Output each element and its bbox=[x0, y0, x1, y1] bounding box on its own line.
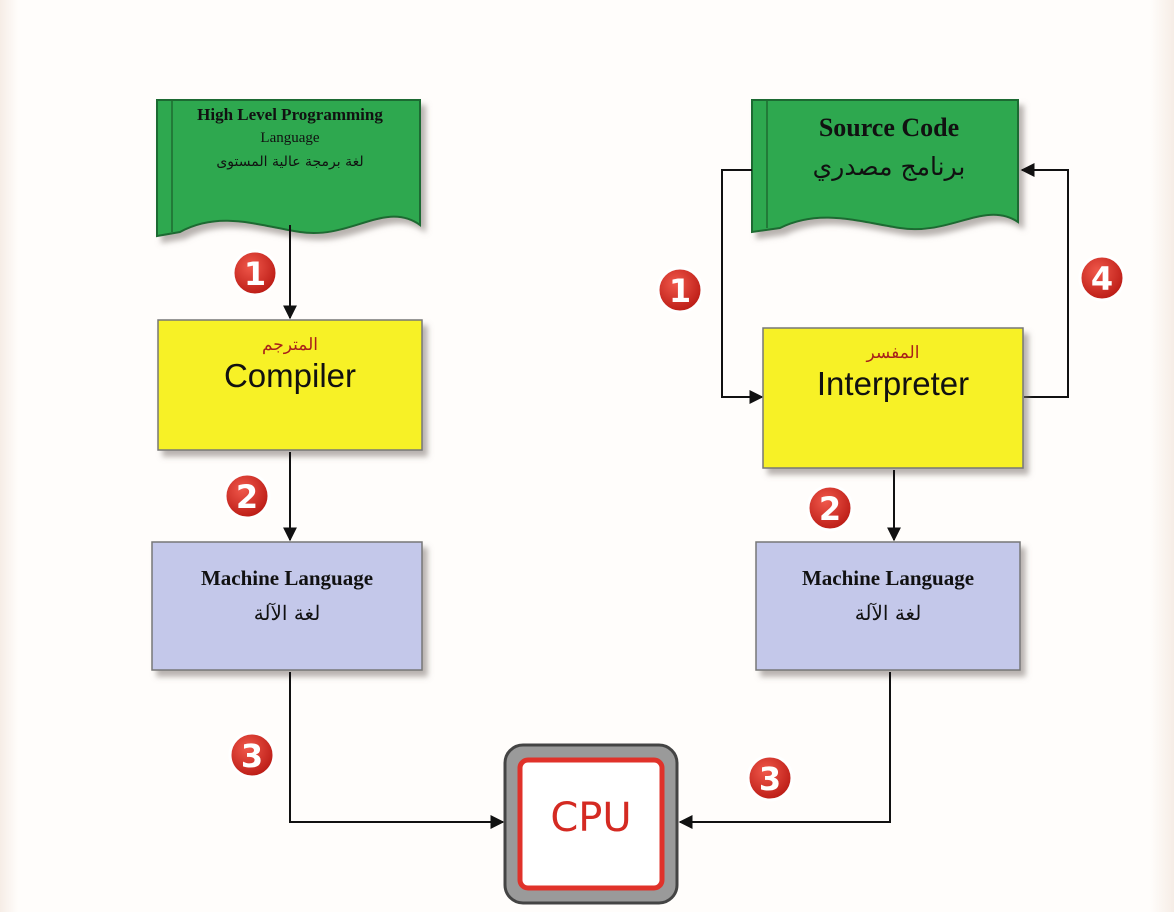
connector-right-machine-to-cpu bbox=[678, 672, 891, 829]
svg-text:2: 2 bbox=[236, 478, 258, 516]
step-badge-left-2: 2 bbox=[223, 472, 271, 520]
step-badge-right-2: 2 bbox=[806, 484, 854, 532]
cpu-inner-box bbox=[517, 757, 665, 891]
connector-left-machine-to-cpu bbox=[289, 672, 505, 829]
step-badge-right-1: 1 bbox=[656, 266, 704, 314]
svg-text:4: 4 bbox=[1091, 260, 1113, 298]
connector-source-to-interpreter bbox=[721, 169, 764, 404]
svg-text:2: 2 bbox=[819, 490, 841, 528]
svg-text:3: 3 bbox=[759, 760, 781, 798]
high-level-language-document bbox=[156, 99, 421, 238]
machine-language-box-left bbox=[151, 541, 423, 671]
svg-text:1: 1 bbox=[244, 255, 266, 293]
step-badge-left-3: 3 bbox=[228, 731, 276, 779]
source-code-document bbox=[751, 99, 1019, 234]
interpreter-box bbox=[762, 327, 1024, 469]
compiler-box bbox=[157, 319, 423, 451]
step-badge-left-1: 1 bbox=[231, 249, 279, 297]
connector-interpreter-back-to-source bbox=[1020, 163, 1069, 398]
step-badge-right-4: 4 bbox=[1078, 254, 1126, 302]
svg-text:3: 3 bbox=[241, 737, 263, 775]
step-badge-right-3: 3 bbox=[746, 754, 794, 802]
machine-language-box-right bbox=[755, 541, 1021, 671]
svg-text:1: 1 bbox=[669, 272, 691, 310]
